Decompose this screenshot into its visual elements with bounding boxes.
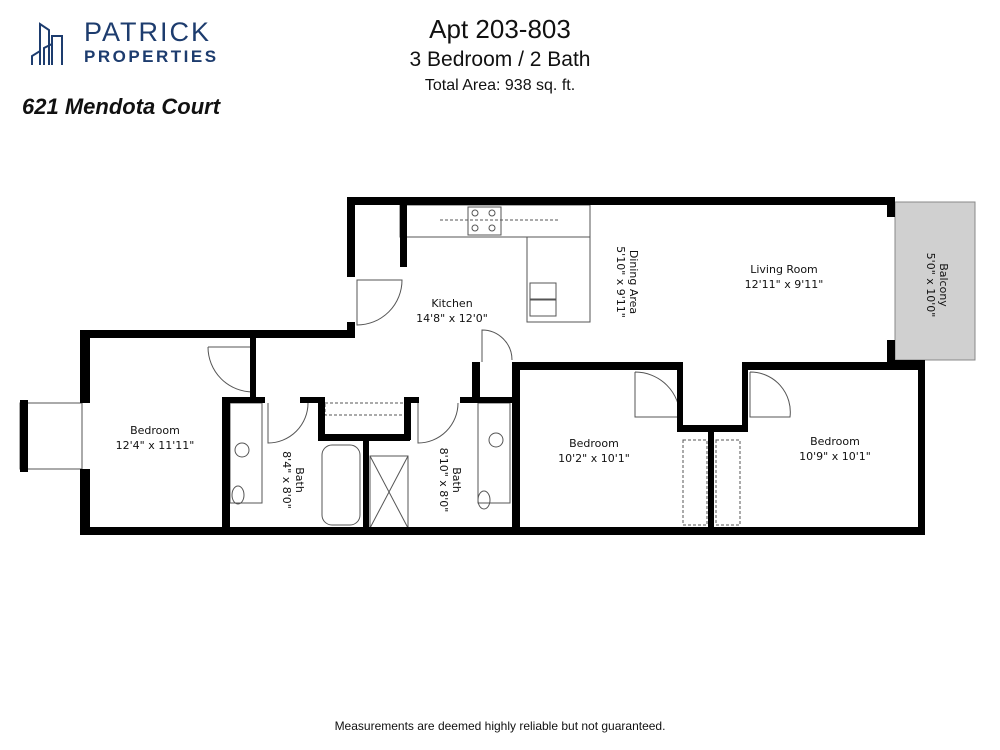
- balcony-size: 5'0" x 10'0": [924, 253, 937, 318]
- unit-title: Apt 203-803: [429, 14, 571, 44]
- bath1-label: Bath: [293, 467, 306, 493]
- kitchen-label: Kitchen: [431, 297, 472, 310]
- bath2-size: 8'10" x 8'0": [437, 448, 450, 513]
- brand-subtitle: PROPERTIES: [84, 47, 219, 66]
- bedroom3-label: Bedroom: [810, 435, 860, 448]
- bedroom3-size: 10'9" x 10'1": [799, 450, 871, 463]
- bedroom2-label: Bedroom: [569, 437, 619, 450]
- bath2-label: Bath: [450, 467, 463, 493]
- building-logo-icon: [31, 22, 63, 65]
- bath1-size: 8'4" x 8'0": [280, 451, 293, 509]
- balcony-area: [894, 201, 976, 361]
- disclaimer: Measurements are deemed highly reliable …: [334, 719, 666, 733]
- living-size: 12'11" x 9'11": [745, 278, 824, 291]
- brand-logo: PATRICK PROPERTIES: [28, 18, 219, 68]
- dining-size: 5'10" x 9'11": [614, 246, 627, 318]
- property-address: 621 Mendota Court: [22, 94, 221, 119]
- bedroom1-label: Bedroom: [130, 424, 180, 437]
- dining-label: Dining Area: [627, 250, 640, 314]
- bedroom1-size: 12'4" x 11'11": [116, 439, 195, 452]
- living-label: Living Room: [750, 263, 818, 276]
- walls: [20, 197, 925, 535]
- total-area: Total Area: 938 sq. ft.: [424, 77, 576, 94]
- brand-name: PATRICK: [84, 17, 212, 47]
- balcony-label: Balcony: [937, 263, 950, 307]
- kitchen-size: 14'8" x 12'0": [416, 312, 488, 325]
- unit-layout: 3 Bedroom / 2 Bath: [409, 48, 591, 71]
- bedroom2-size: 10'2" x 10'1": [558, 452, 630, 465]
